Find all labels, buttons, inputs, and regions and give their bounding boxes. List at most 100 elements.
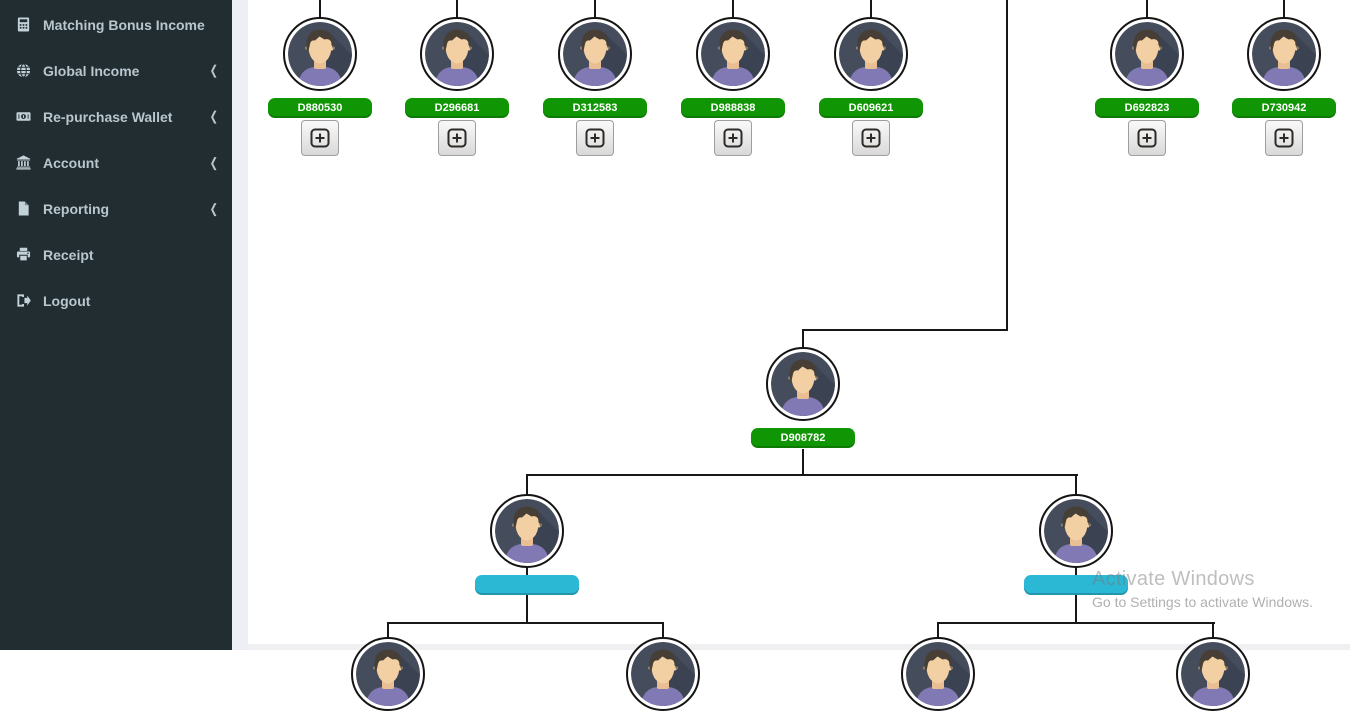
plus-icon xyxy=(585,128,605,148)
tree-node: D730942 xyxy=(1232,17,1336,156)
sidebar-item-logout[interactable]: Logout ❮ xyxy=(0,278,232,324)
avatar-icon xyxy=(1252,22,1316,86)
sidebar-item-label: Account xyxy=(43,155,99,171)
connector-vertical xyxy=(456,0,458,18)
member-id-badge: D730942 xyxy=(1232,98,1336,118)
add-member-button[interactable] xyxy=(714,120,752,156)
tree-node xyxy=(611,637,715,711)
member-id-badge: D988838 xyxy=(681,98,785,118)
sidebar-item-label: Global Income xyxy=(43,63,140,79)
avatar-icon xyxy=(1115,22,1179,86)
member-avatar[interactable] xyxy=(1110,17,1184,91)
logout-icon xyxy=(16,293,32,309)
connector-vertical xyxy=(662,622,664,638)
plus-icon xyxy=(1274,128,1294,148)
avatar-icon xyxy=(495,499,559,563)
sidebar-item-account[interactable]: Account ❮ xyxy=(0,140,232,186)
sidebar-item-re-purchase-wallet[interactable]: Re-purchase Wallet ❮ xyxy=(0,94,232,140)
avatar-icon xyxy=(631,642,695,706)
member-avatar[interactable] xyxy=(626,637,700,711)
member-avatar[interactable] xyxy=(351,637,425,711)
member-avatar[interactable] xyxy=(1247,17,1321,91)
add-member-button[interactable] xyxy=(1265,120,1303,156)
add-member-button[interactable] xyxy=(301,120,339,156)
member-avatar[interactable] xyxy=(558,17,632,91)
member-id-badge xyxy=(1024,575,1128,595)
tree-node xyxy=(336,637,440,711)
member-id-badge: D609621 xyxy=(819,98,923,118)
avatar-icon xyxy=(839,22,903,86)
connector-vertical xyxy=(594,0,596,18)
member-avatar[interactable] xyxy=(1039,494,1113,568)
connector-vertical xyxy=(1212,622,1214,638)
bank-icon xyxy=(16,155,32,171)
member-id-badge: D880530 xyxy=(268,98,372,118)
connector-vertical xyxy=(937,622,939,638)
connector-vertical xyxy=(1075,474,1077,495)
member-avatar[interactable] xyxy=(490,494,564,568)
chevron-left-icon: ❮ xyxy=(209,109,218,125)
add-member-button[interactable] xyxy=(438,120,476,156)
connector-vertical xyxy=(526,474,528,495)
sidebar-item-label: Re-purchase Wallet xyxy=(43,109,173,125)
connector-vertical xyxy=(319,0,321,18)
chevron-left-icon: ❮ xyxy=(209,63,218,79)
member-id-badge: D296681 xyxy=(405,98,509,118)
tree-node: D692823 xyxy=(1095,17,1199,156)
tree-node xyxy=(886,637,990,711)
globe-icon xyxy=(16,63,32,79)
plus-icon xyxy=(723,128,743,148)
member-avatar[interactable] xyxy=(420,17,494,91)
avatar-icon xyxy=(771,352,835,416)
file-icon xyxy=(16,201,32,217)
avatar-icon xyxy=(288,22,352,86)
tree-node: D880530 xyxy=(268,17,372,156)
tree-node xyxy=(1161,637,1265,711)
avatar-icon xyxy=(425,22,489,86)
connector-horizontal xyxy=(802,329,1008,331)
sidebar-item-global-income[interactable]: Global Income ❮ xyxy=(0,48,232,94)
connector-vertical xyxy=(1075,566,1077,624)
member-avatar[interactable] xyxy=(283,17,357,91)
connector-vertical xyxy=(732,0,734,18)
add-member-button[interactable] xyxy=(1128,120,1166,156)
member-avatar[interactable] xyxy=(901,637,975,711)
tree-node: D312583 xyxy=(543,17,647,156)
plus-icon xyxy=(447,128,467,148)
money-icon xyxy=(16,109,32,125)
avatar-icon xyxy=(1044,499,1108,563)
connector-horizontal xyxy=(387,622,664,624)
sidebar-item-reporting[interactable]: Reporting ❮ xyxy=(0,186,232,232)
add-member-button[interactable] xyxy=(852,120,890,156)
connector-vertical xyxy=(387,622,389,638)
avatar-icon xyxy=(563,22,627,86)
add-member-button[interactable] xyxy=(576,120,614,156)
content-gutter xyxy=(232,0,248,650)
sidebar-item-label: Reporting xyxy=(43,201,110,217)
panel-bottom-edge xyxy=(248,644,1350,650)
sidebar: Matching Bonus Income ❮ Global Income ❮ … xyxy=(0,0,232,650)
connector-vertical xyxy=(1006,0,1008,331)
member-avatar[interactable] xyxy=(696,17,770,91)
avatar-icon xyxy=(701,22,765,86)
tree-node: D988838 xyxy=(681,17,785,156)
tree-node: D296681 xyxy=(405,17,509,156)
print-icon xyxy=(16,247,32,263)
sidebar-item-label: Matching Bonus Income xyxy=(43,17,205,33)
sidebar-item-label: Receipt xyxy=(43,247,94,263)
connector-horizontal xyxy=(937,622,1215,624)
member-avatar[interactable] xyxy=(834,17,908,91)
member-id-badge: D908782 xyxy=(751,428,855,448)
sidebar-item-matching-bonus-income[interactable]: Matching Bonus Income ❮ xyxy=(0,2,232,48)
member-avatar[interactable] xyxy=(766,347,840,421)
calculator-icon xyxy=(16,17,32,33)
avatar-icon xyxy=(356,642,420,706)
connector-vertical xyxy=(802,329,804,349)
member-avatar[interactable] xyxy=(1176,637,1250,711)
connector-vertical xyxy=(802,449,804,476)
sidebar-item-receipt[interactable]: Receipt ❮ xyxy=(0,232,232,278)
genealogy-tree-panel: D880530 D296681 D312583 xyxy=(232,0,1350,711)
member-id-badge: D312583 xyxy=(543,98,647,118)
connector-vertical xyxy=(1283,0,1285,18)
connector-vertical xyxy=(870,0,872,18)
